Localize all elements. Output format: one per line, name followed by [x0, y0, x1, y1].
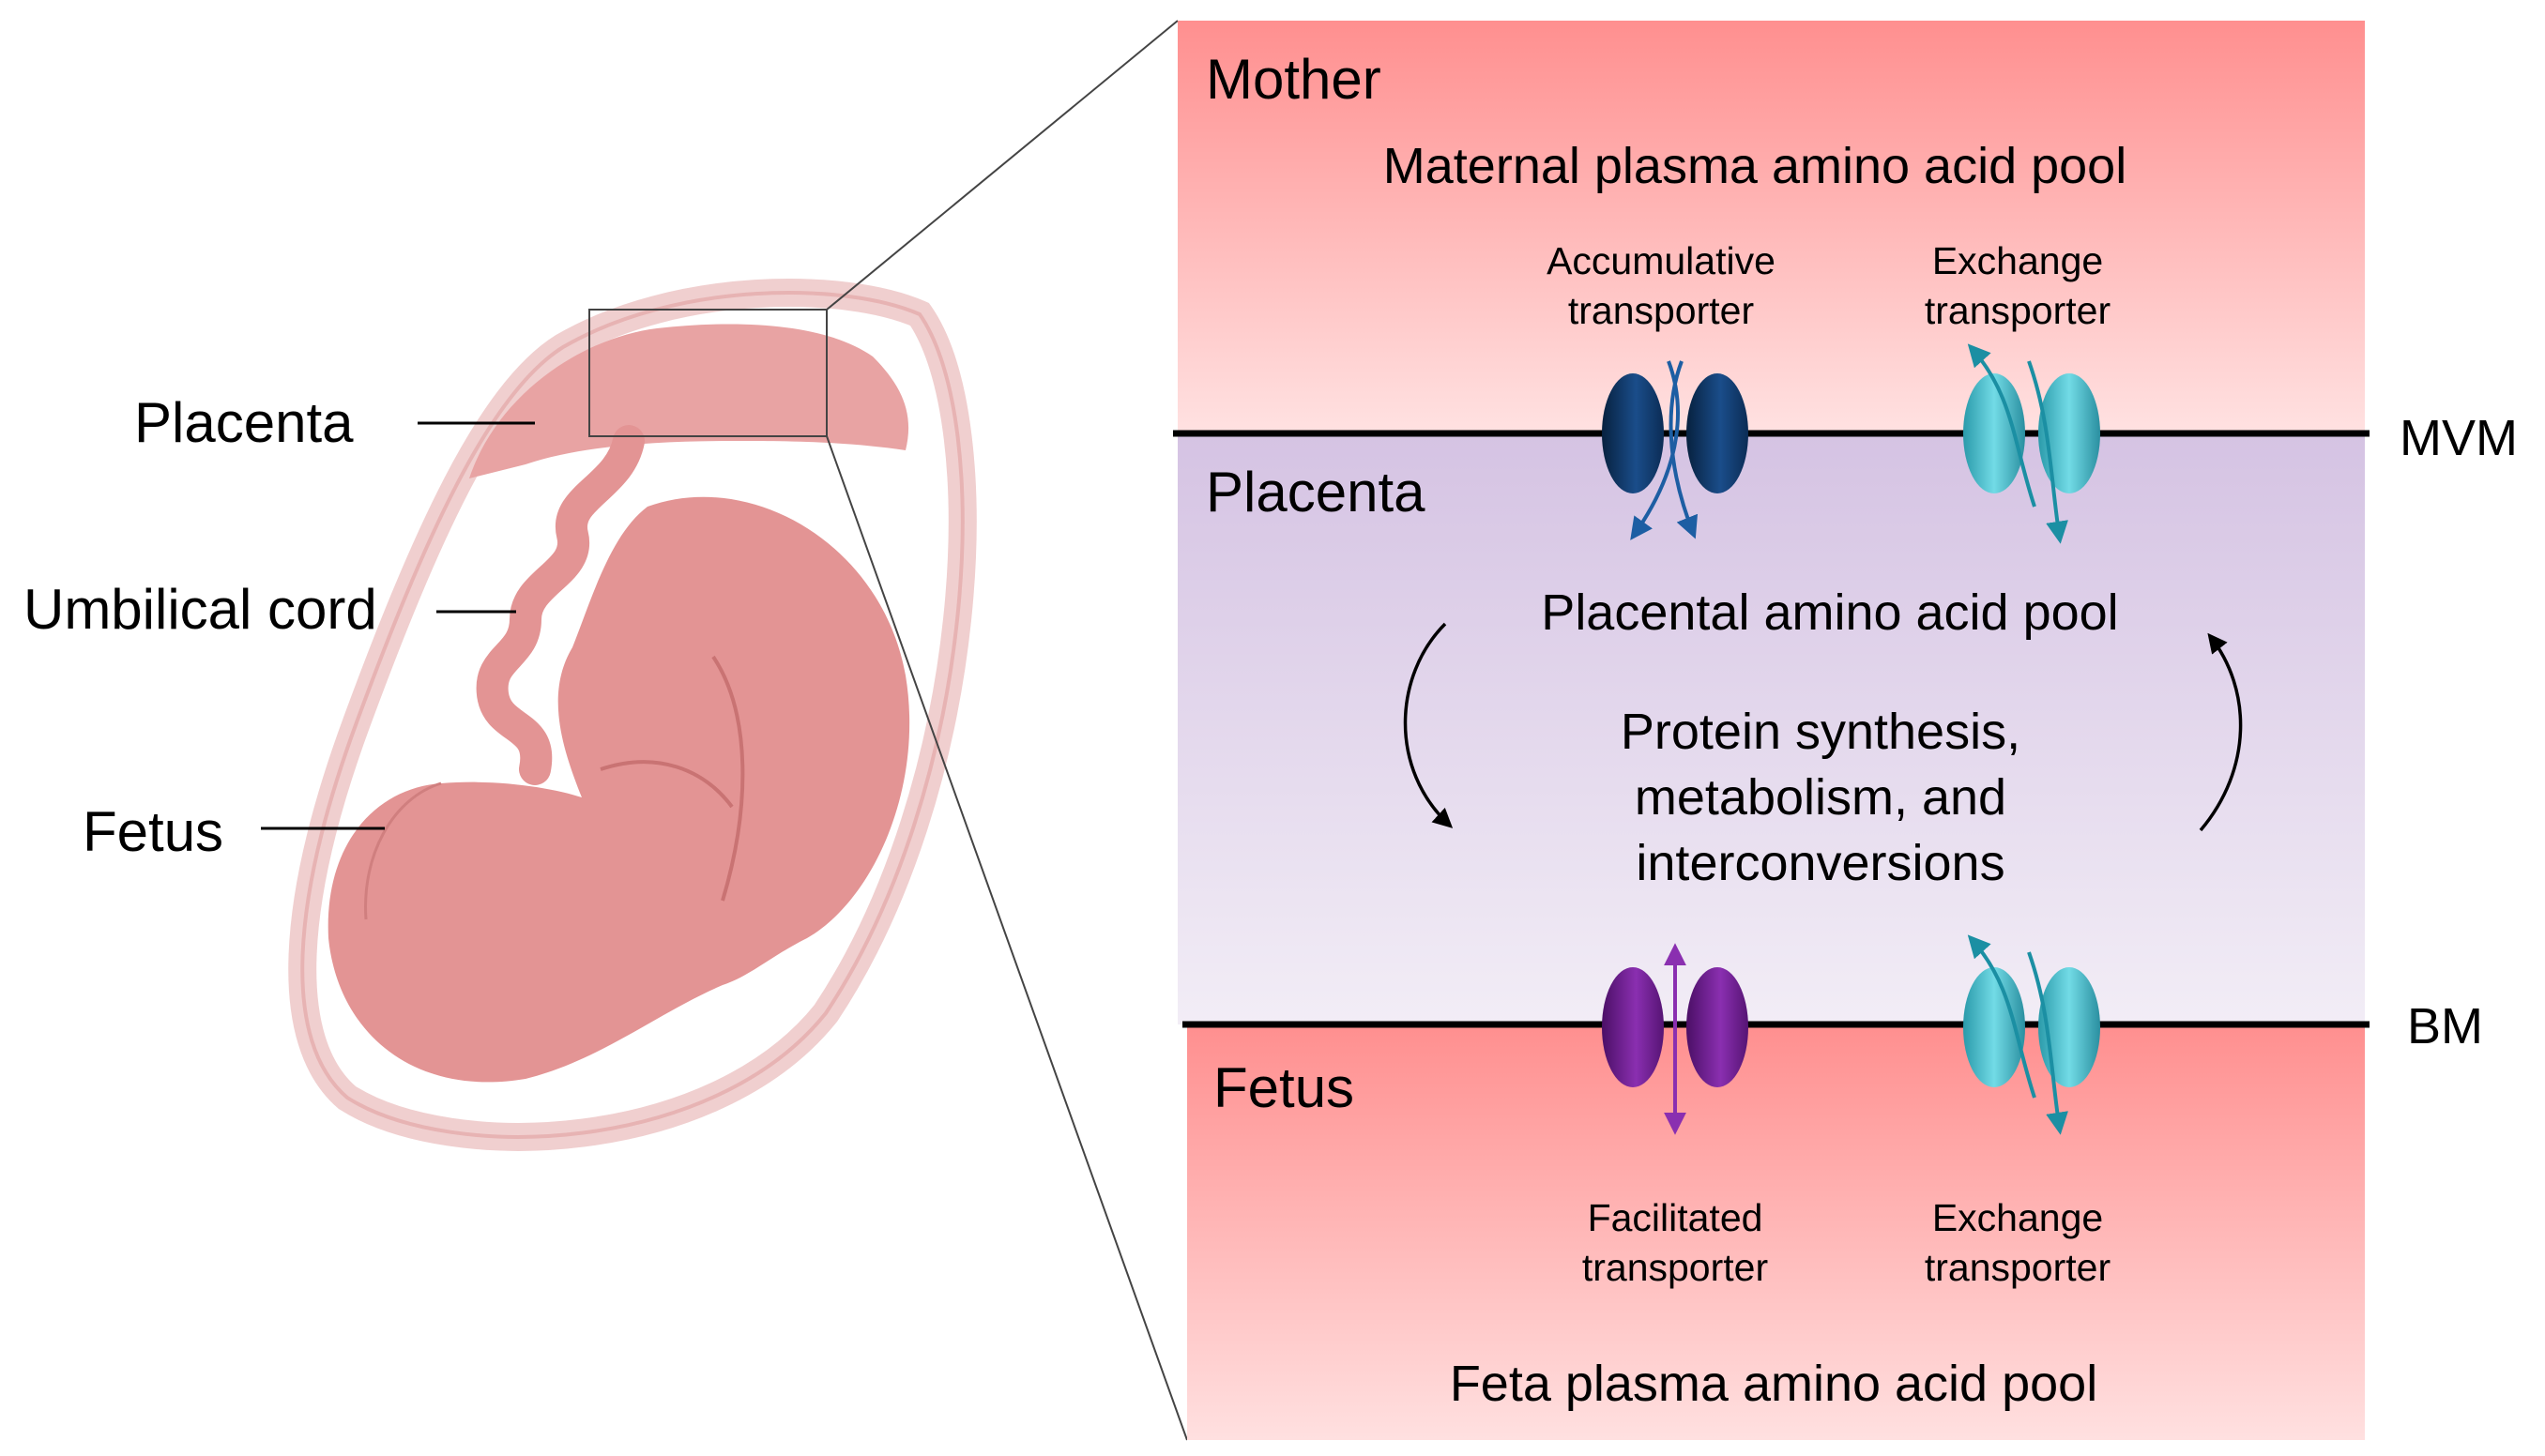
zoom-connector-bottom [826, 435, 1188, 1441]
fetus-illustration [288, 279, 977, 1151]
umbilical-cord-label: Umbilical cord [23, 578, 377, 641]
placenta-region [1178, 435, 2365, 1024]
fetus-region [1187, 1024, 2365, 1440]
accumulative-transporter-label: Accumulative transporter [1547, 239, 1775, 333]
bm-label: BM [2407, 998, 2483, 1054]
exchange-transporter-bottom-label: Exchange transporter [1924, 1196, 2111, 1290]
placenta-label: Placenta [134, 391, 354, 454]
mother-region [1178, 21, 2365, 435]
facilitated-transporter-label: Facilitated transporter [1581, 1196, 1769, 1290]
mvm-label: MVM [2400, 410, 2518, 466]
umbilical-cord-shape [476, 425, 645, 785]
zoom-connector-top [826, 20, 1179, 311]
cycle-arrow-left [1403, 622, 1454, 828]
process-label: Protein synthesis, metabolism, and inter… [1620, 704, 2021, 892]
exchange-transporter-top [1963, 343, 2100, 544]
placental-pool-label: Placental amino acid pool [1541, 584, 2119, 641]
cycle-arrow-right [2199, 632, 2243, 832]
fetus-title: Fetus [1213, 1056, 1355, 1119]
zoom-box [588, 309, 828, 437]
fetus-body-shape [328, 496, 910, 1083]
fetal-pool-label: Feta plasma amino acid pool [1449, 1356, 2098, 1412]
fetus-label: Fetus [83, 800, 224, 863]
facilitated-transporter [1602, 943, 1748, 1135]
placenta-shape [469, 324, 909, 478]
maternal-pool-label: Maternal plasma amino acid pool [1382, 138, 2127, 194]
accumulative-transporter [1602, 360, 1748, 540]
mother-title: Mother [1206, 48, 1381, 111]
exchange-transporter-bottom [1963, 934, 2100, 1135]
placenta-title: Placenta [1206, 461, 1425, 523]
exchange-transporter-top-label: Exchange transporter [1924, 239, 2111, 333]
